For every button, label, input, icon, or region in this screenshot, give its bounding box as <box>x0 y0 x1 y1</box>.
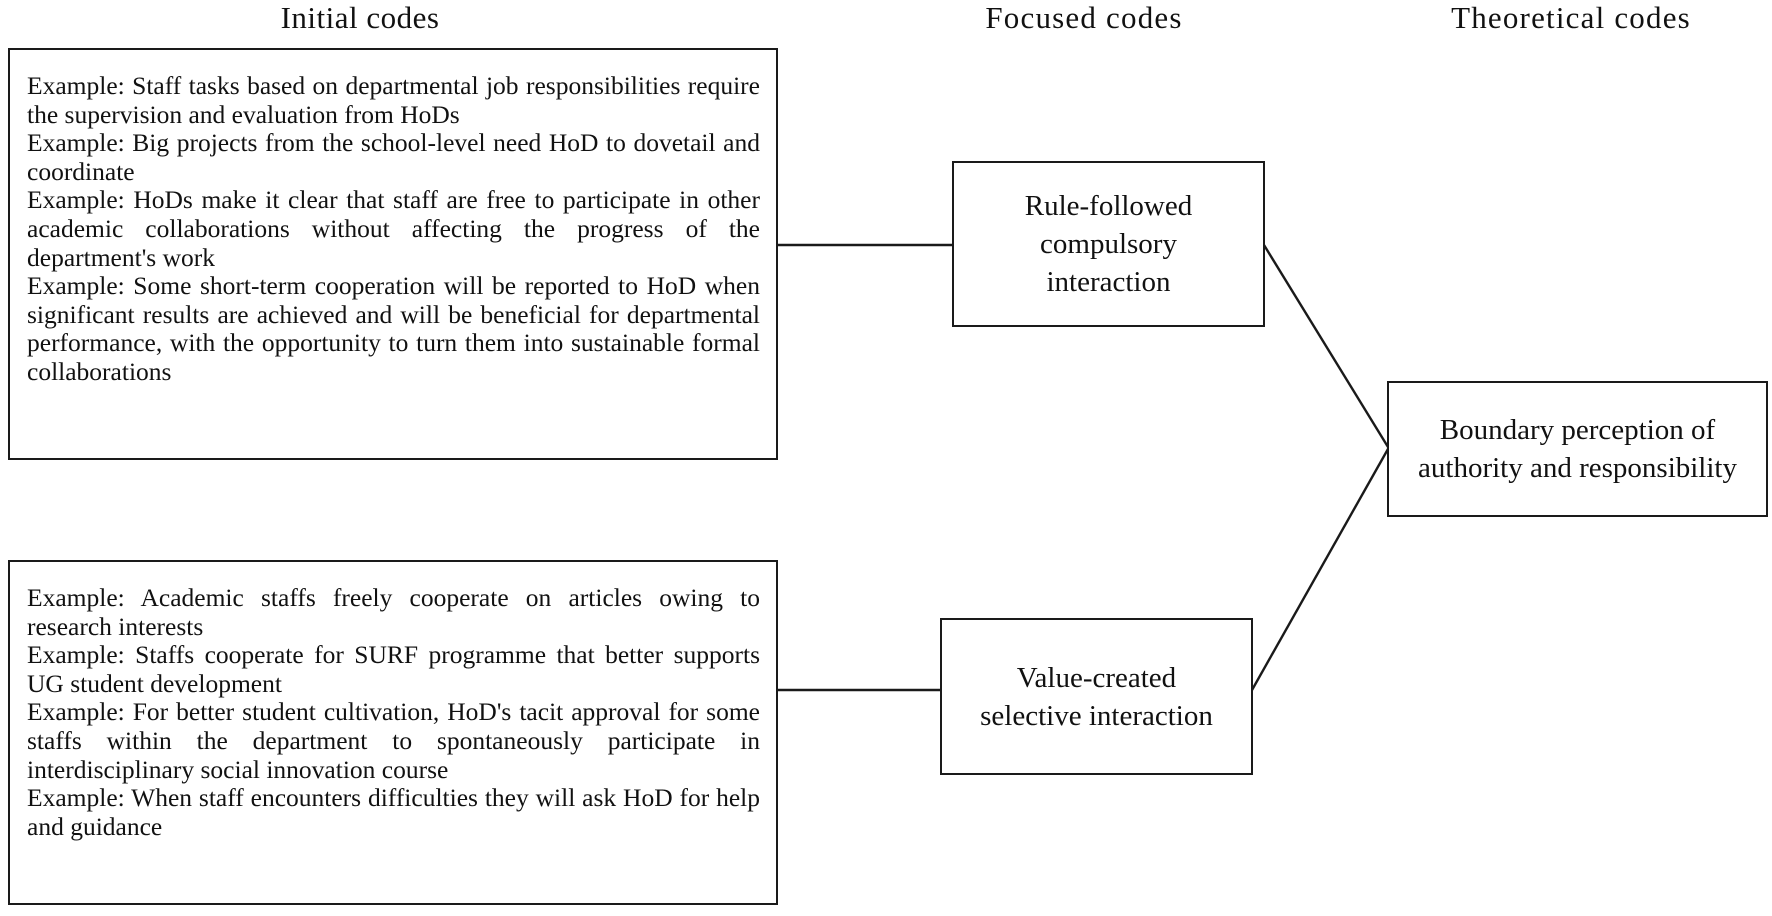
initial-code-example: Example: Staffs cooperate for SURF progr… <box>27 640 760 698</box>
connector-focused-2-to-theoretical <box>1250 448 1390 691</box>
focused-codes-box-value-created-label: Value-created selective interaction <box>980 661 1213 732</box>
column-header-initial-codes: Initial codes <box>280 0 440 35</box>
initial-codes-box-2-text: Example: Academic staffs freely cooperat… <box>27 583 760 841</box>
focused-codes-box-rule-followed: Rule-followed compulsory interaction <box>952 161 1265 327</box>
connector-focused-1-to-theoretical <box>1262 244 1390 448</box>
column-header-focused-codes: Focused codes <box>985 0 1183 35</box>
initial-codes-box-2: Example: Academic staffs freely cooperat… <box>8 560 778 905</box>
initial-code-example: Example: Academic staffs freely cooperat… <box>27 583 760 641</box>
focused-codes-box-value-created: Value-created selective interaction <box>940 618 1253 775</box>
initial-code-example: Example: For better student cultivation,… <box>27 697 760 784</box>
initial-code-example: Example: Some short-term cooperation wil… <box>27 271 760 386</box>
theoretical-codes-box-boundary-perception-label: Boundary perception of authority and res… <box>1418 414 1737 484</box>
initial-code-example: Example: When staff encounters difficult… <box>27 783 760 841</box>
initial-codes-box-1: Example: Staff tasks based on department… <box>8 48 778 460</box>
focused-codes-box-rule-followed-label: Rule-followed compulsory interaction <box>1024 190 1193 298</box>
initial-codes-box-1-text: Example: Staff tasks based on department… <box>27 71 760 387</box>
initial-code-example: Example: Staff tasks based on department… <box>27 71 760 129</box>
initial-code-example: Example: HoDs make it clear that staff a… <box>27 185 760 272</box>
initial-code-example: Example: Big projects from the school-le… <box>27 128 760 186</box>
column-header-theoretical-codes: Theoretical codes <box>1451 0 1691 35</box>
theoretical-codes-box-boundary-perception: Boundary perception of authority and res… <box>1387 381 1768 517</box>
